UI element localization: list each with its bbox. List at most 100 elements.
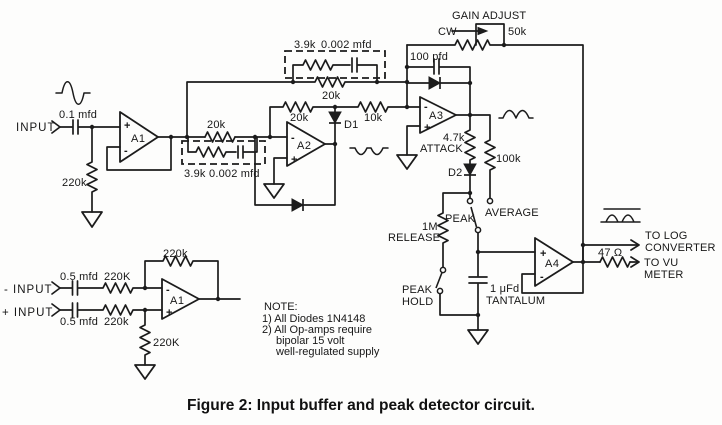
label-1ufd: 1 μFd [490, 283, 519, 295]
rc-bottom-series [187, 136, 258, 159]
dashed-box-bottom-rc [181, 140, 266, 165]
junction-dot [89, 124, 95, 130]
diodes [291, 26, 489, 212]
junction-dot [475, 249, 481, 255]
opamp-a4-triangle [534, 237, 574, 287]
opamp-a1-minus-sign: - [124, 145, 128, 157]
junction-dot [215, 296, 221, 302]
label-peak: PEAK [445, 213, 476, 225]
label-sum-20k: 20k [290, 112, 309, 124]
ground-icon [467, 329, 489, 345]
label-bias-220k: 220k [62, 177, 87, 189]
junction-dot [184, 134, 190, 140]
junction-dot [290, 79, 296, 85]
input-connector-icon [51, 120, 61, 134]
opamp-a2-minus-sign: - [291, 132, 295, 144]
wire-sw-common [439, 232, 479, 331]
junction-dot [404, 64, 410, 70]
cap-diff2-plates [71, 302, 79, 318]
label-to-log-2: CONVERTER [645, 242, 716, 254]
diode-d2-icon [463, 163, 477, 177]
label-tantalum: TANTALUM [486, 295, 545, 307]
junction-dot [580, 242, 586, 248]
switch-contact-bottom [436, 287, 444, 295]
label-05mfd-plus: 0.5 mfd [60, 316, 98, 328]
label-attack: ATTACK [420, 143, 463, 155]
label-220k-fb: 220k [163, 248, 188, 260]
rc-top-series [292, 57, 378, 83]
minus-input-connector-icon [51, 281, 61, 295]
junction-dot [168, 134, 174, 140]
switch-peak-hold [435, 266, 447, 295]
junction-dot [404, 79, 410, 85]
ground-icon [396, 154, 418, 170]
cap-hold-plates [468, 276, 488, 284]
label-bot-0002mfd: 0.002 mfd [209, 168, 260, 180]
junction-dot [332, 104, 338, 110]
label-cw: CW [438, 26, 457, 38]
junction-dot [501, 42, 507, 48]
full-wave-icon [498, 109, 534, 119]
ground-icon [81, 211, 103, 228]
label-to-vu-1: TO VU [644, 257, 678, 269]
pot-cw-arrowhead-icon [477, 26, 489, 36]
label-top-0002mfd: 0.002 mfd [321, 39, 372, 51]
wire-bias [86, 126, 98, 213]
junction-dot [580, 259, 586, 265]
opamp-a3-minus-sign: - [424, 101, 428, 113]
wire-top-row [186, 76, 408, 138]
wire-a1-fb [106, 136, 172, 171]
ground-icon [263, 183, 285, 199]
wire-diff-fb [144, 255, 219, 300]
opamp-a3-plus-sign: + [424, 122, 430, 134]
cap-100pfd-plates [433, 58, 440, 75]
label-100pfd: 100 pfd [410, 51, 448, 63]
label-release: RELEASE [388, 232, 440, 244]
label-01mfd: 0.1 mfd [59, 109, 97, 121]
label-peak-hold-2: HOLD [402, 296, 433, 308]
label-05mfd-minus: 0.5 mfd [60, 271, 98, 283]
waveform-icons [55, 81, 641, 223]
wire-a3-fbnet [406, 44, 471, 116]
res-47ohm [599, 256, 631, 268]
opamp-a4-minus-sign: - [540, 271, 544, 283]
neg-half-wave-icon [349, 147, 389, 156]
wire-a2-plus [273, 157, 288, 185]
cap-01mfd-plates [72, 119, 79, 135]
label-gain-adjust: GAIN ADJUST [452, 10, 526, 22]
plus-input-connector-icon [51, 303, 61, 317]
label-220K-minus: 220K [104, 271, 131, 283]
label-a2in-20k: 20k [207, 119, 226, 131]
junction-dot [467, 112, 473, 118]
switch-peak-average [466, 197, 494, 234]
label-220K-gnd: 220K [153, 337, 180, 349]
label-opamp-a3: A3 [429, 110, 443, 122]
opamp-a1b-plus-sign: + [166, 307, 172, 319]
cap-diff1-plates [71, 280, 79, 296]
label-47k-attack: 4.7k [443, 132, 465, 144]
label-peak-hold-1: PEAK [402, 284, 433, 296]
junction-dot [142, 285, 148, 291]
wire-pot [406, 39, 584, 263]
label-opamp-a1b: A1 [170, 295, 184, 307]
junction-dot [142, 307, 148, 313]
switch-arm [435, 272, 443, 289]
diode-d1-icon [328, 111, 342, 125]
sine-wave-icon [55, 81, 91, 105]
arrow-to-vu [630, 256, 640, 268]
pot-body [475, 23, 505, 46]
label-47ohm: 47 Ω [598, 247, 622, 259]
label-top-20k: 20k [322, 90, 341, 102]
note-line-2: 2) All Op-amps require [262, 324, 372, 336]
junction-dot [467, 190, 473, 196]
label-bot-39k: 3.9k [184, 168, 206, 180]
switch-contact-peak [466, 197, 474, 205]
figure-caption: Figure 2: Input buffer and peak detector… [187, 397, 535, 414]
opamp-a3-triangle [419, 96, 457, 134]
opamp-a1-triangle [119, 111, 159, 163]
wire-diff-plus [59, 304, 163, 316]
note-line-3: bipolar 15 volt [276, 335, 345, 347]
diode-a2fb-icon [291, 198, 305, 212]
